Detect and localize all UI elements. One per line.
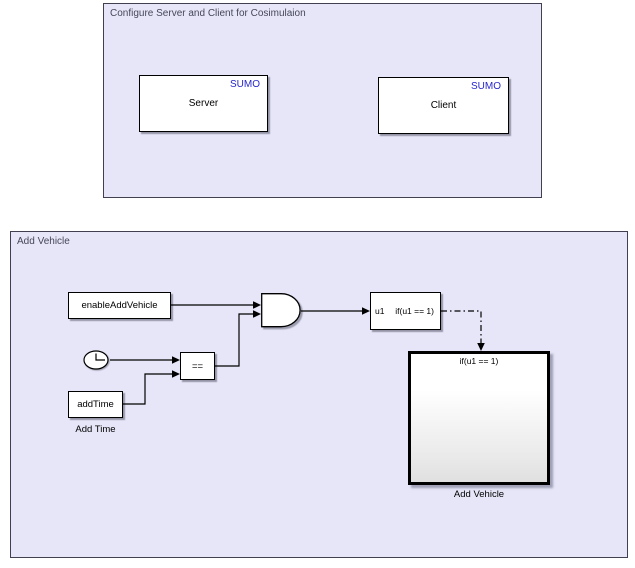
server-block-label: Server	[188, 98, 219, 109]
add-time-caption: Add Time	[75, 424, 116, 435]
add-vehicle-subsystem-caption: Add Vehicle	[453, 489, 505, 500]
add-time-block[interactable]: addTime	[68, 391, 123, 418]
add-vehicle-subsystem-block[interactable]: if(u1 == 1)	[408, 351, 550, 485]
if-input-port-label: u1	[375, 306, 385, 316]
clock-block[interactable]	[82, 349, 112, 373]
equals-compare-block[interactable]: ==	[180, 352, 215, 380]
sumo-badge: SUMO	[471, 81, 501, 92]
wire-equals-to-and-gate[interactable]	[215, 310, 261, 367]
clock-icon	[83, 350, 109, 370]
wire-clock-to-equals[interactable]	[110, 356, 180, 364]
and-gate-block[interactable]	[261, 293, 305, 331]
server-block[interactable]: SUMO Server	[139, 75, 268, 132]
client-block-label: Client	[430, 100, 457, 111]
and-gate-icon	[261, 293, 301, 328]
equals-label: ==	[191, 360, 204, 372]
wire-enable-to-and-gate[interactable]	[171, 301, 261, 309]
add-time-label: addTime	[77, 399, 114, 410]
enable-add-vehicle-block[interactable]: enableAddVehicle	[68, 292, 171, 319]
if-condition-label: if(u1 == 1)	[395, 306, 434, 316]
wire-and-gate-to-if[interactable]	[301, 307, 370, 315]
sumo-badge: SUMO	[230, 79, 260, 90]
area-title-cosim: Configure Server and Client for Cosimula…	[110, 8, 306, 19]
enable-add-vehicle-label: enableAddVehicle	[81, 300, 158, 311]
if-block[interactable]: u1 if(u1 == 1)	[370, 292, 441, 330]
subsystem-action-port-label: if(u1 == 1)	[459, 356, 499, 366]
client-block[interactable]: SUMO Client	[378, 77, 509, 134]
wire-if-action-to-subsystem[interactable]	[441, 310, 485, 351]
wire-addtime-to-equals[interactable]	[123, 370, 180, 405]
area-title-add-vehicle: Add Vehicle	[17, 236, 70, 247]
